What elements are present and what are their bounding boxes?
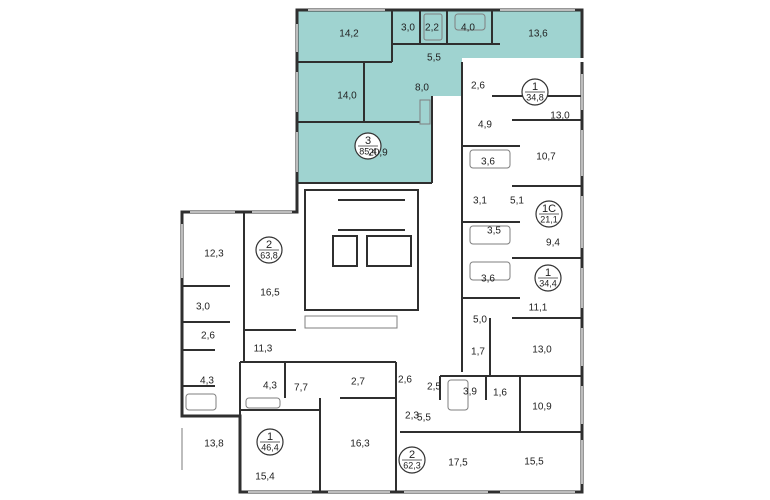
apartment-badge-apt-1-bottom[interactable]: 146,4 bbox=[256, 428, 284, 456]
apartment-badge-apt-3[interactable]: 385,4 bbox=[354, 132, 382, 160]
apartment-total-area: 34,4 bbox=[539, 278, 557, 288]
bathroom-fixtures bbox=[185, 13, 511, 411]
apartment-total-area: 63,8 bbox=[260, 250, 278, 260]
apartment-total-area: 34,8 bbox=[526, 92, 544, 102]
apartment-rooms-count: 2 bbox=[409, 449, 415, 461]
room-area-label: 13,0 bbox=[550, 111, 570, 122]
room-area-label: 14,0 bbox=[337, 91, 357, 102]
room-area-label: 16,3 bbox=[350, 439, 370, 450]
apartment-total-area: 62,3 bbox=[403, 460, 421, 470]
apartment-badge-apt-2-bottom[interactable]: 262,3 bbox=[398, 446, 426, 474]
room-area-label: 4,3 bbox=[263, 381, 277, 392]
room-area-label: 3,6 bbox=[481, 157, 495, 168]
room-area-label: 10,7 bbox=[536, 152, 556, 163]
room-area-label: 2,7 bbox=[351, 377, 365, 388]
room-area-label: 11,3 bbox=[254, 344, 273, 355]
apartment-rooms-count: 1С bbox=[542, 203, 556, 215]
room-area-label: 3,6 bbox=[481, 274, 495, 285]
room-area-label: 15,4 bbox=[255, 472, 275, 483]
room-area-label: 10,9 bbox=[532, 402, 552, 413]
room-area-label: 12,3 bbox=[204, 249, 224, 260]
room-area-label: 5,0 bbox=[473, 315, 487, 326]
room-area-label: 5,1 bbox=[510, 196, 524, 207]
room-area-label: 8,0 bbox=[415, 83, 429, 94]
apartment-rooms-count: 1 bbox=[545, 267, 551, 279]
room-area-label: 3,5 bbox=[487, 226, 501, 237]
room-area-label: 17,5 bbox=[448, 458, 468, 469]
room-area-label: 13,6 bbox=[528, 29, 548, 40]
room-area-label: 2,5 bbox=[427, 382, 441, 393]
room-area-label: 11,1 bbox=[529, 303, 548, 314]
apartment-total-area: 85,4 bbox=[359, 146, 377, 156]
room-area-label: 4,3 bbox=[200, 376, 214, 387]
apartment-badge-apt-2-left[interactable]: 263,8 bbox=[255, 236, 283, 264]
room-area-label: 1,7 bbox=[471, 347, 485, 358]
room-area-label: 5,5 bbox=[427, 53, 441, 64]
room-area-label: 3,0 bbox=[196, 302, 210, 313]
apartment-rooms-count: 1 bbox=[532, 81, 538, 93]
interior-walls bbox=[182, 10, 582, 492]
apartment-rooms-count: 3 bbox=[365, 135, 371, 147]
room-area-label: 7,7 bbox=[294, 383, 308, 394]
room-area-label: 2,6 bbox=[471, 81, 485, 92]
room-area-label: 3,0 bbox=[401, 23, 415, 34]
room-area-label: 1,6 bbox=[493, 388, 507, 399]
room-area-label: 4,9 bbox=[478, 120, 492, 131]
room-area-label: 13,0 bbox=[532, 345, 552, 356]
room-area-label: 5,5 bbox=[417, 413, 431, 424]
room-area-label: 2,6 bbox=[201, 331, 215, 342]
room-area-label: 4,0 bbox=[461, 23, 475, 34]
room-area-label: 14,2 bbox=[339, 29, 359, 40]
apartment-badge-apt-1-top[interactable]: 134,8 bbox=[521, 78, 549, 106]
apartment-rooms-count: 2 bbox=[266, 239, 272, 251]
room-area-label: 2,6 bbox=[398, 375, 412, 386]
windows bbox=[181, 9, 583, 493]
room-area-label: 3,9 bbox=[463, 387, 477, 398]
room-area-label: 2,2 bbox=[425, 23, 439, 34]
room-area-label: 2,3 bbox=[405, 411, 419, 422]
room-area-label: 3,1 bbox=[473, 196, 487, 207]
apartment-total-area: 46,4 bbox=[261, 442, 279, 452]
room-area-label: 15,5 bbox=[524, 457, 544, 468]
apartment-total-area: 21,1 bbox=[540, 214, 558, 224]
apartment-rooms-count: 1 bbox=[267, 431, 273, 443]
room-area-label: 20,9 bbox=[368, 148, 388, 159]
room-area-label: 16,5 bbox=[260, 288, 280, 299]
apartment-badge-apt-1-mid[interactable]: 134,4 bbox=[534, 264, 562, 292]
room-area-label: 13,8 bbox=[204, 439, 224, 450]
room-area-label: 9,4 bbox=[546, 238, 560, 249]
